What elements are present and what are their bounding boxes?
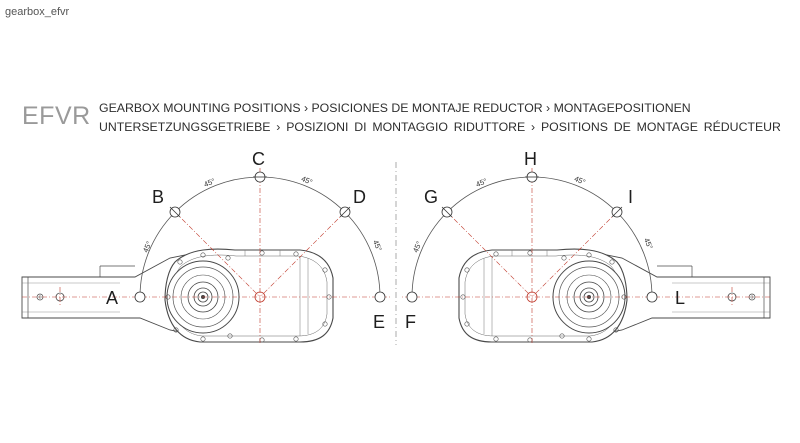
angle-label-gh: 45° [475,176,489,189]
position-d-label: D [353,187,366,207]
position-l-label: L [675,288,685,308]
model-code: EFVR [22,102,91,130]
position-i-label: I [628,187,633,207]
angle-label-de: 45° [371,239,384,253]
position-g-label: G [424,187,438,207]
angle-label-il: 45° [642,237,655,251]
position-b-label: B [152,187,164,207]
angle-label-ab: 45° [141,240,154,254]
right-gearbox [400,168,771,345]
angle-label-fg: 45° [411,240,424,254]
angle-label-cd: 45° [300,174,314,187]
title-line-1: GEARBOX MOUNTING POSITIONS › POSICIONES … [99,101,691,115]
position-h-label: H [524,149,537,169]
position-c-label: C [252,149,265,169]
left-gearbox [21,168,392,345]
position-e-label: E [373,312,385,332]
title-line-2: UNTERSETZUNGSGETRIEBE › POSIZIONI DI MON… [99,120,781,134]
position-f-label: F [405,312,416,332]
angle-label-bc: 45° [203,176,217,189]
angle-label-hi: 45° [573,174,587,187]
position-a-label: A [106,288,118,308]
file-label: gearbox_efvr [5,6,70,18]
